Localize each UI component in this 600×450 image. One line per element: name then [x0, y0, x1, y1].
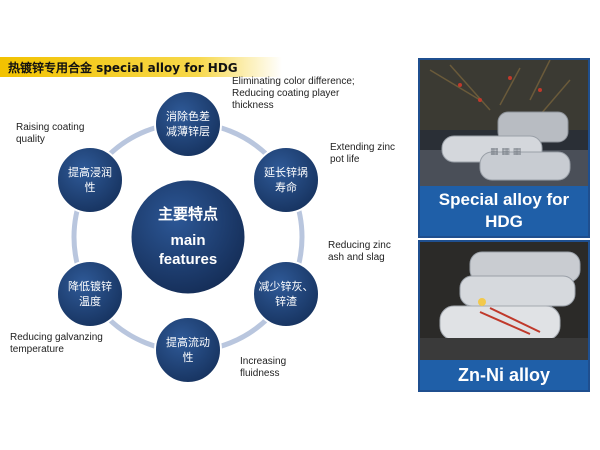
feature-5-en: Reducing galvanzing temperature: [10, 332, 103, 356]
feature-6-zh-2: 性: [85, 180, 96, 194]
center-label-zh: 主要特点: [158, 205, 218, 223]
feature-4-en-line-2: fluidness: [240, 368, 280, 379]
feature-6-en: Raising coating quality: [16, 122, 84, 146]
feature-6-en-line-1: Raising coating: [16, 122, 85, 133]
feature-2-en-line-1: Extending zinc: [330, 142, 396, 153]
feature-3-zh-2: 锌渣: [275, 294, 297, 308]
feature-3-en-line-2: ash and slag: [328, 252, 385, 263]
center-label-en-2: features: [159, 251, 217, 268]
photo-1-caption-line-1: Special alloy for: [438, 190, 570, 209]
feature-2-en: Extending zinc pot life: [330, 142, 395, 166]
feature-node-1: 消除色差 减薄锌层: [154, 90, 222, 158]
feature-3-zh-1: 减少锌灰、: [259, 279, 314, 293]
feature-4-zh-2: 性: [183, 350, 194, 364]
feature-5-zh-1: 降低镀锌: [68, 279, 112, 293]
feature-4-en-line-1: Increasing: [240, 356, 287, 367]
feature-6-en-line-2: quality: [16, 134, 45, 145]
feature-5-zh-2: 温度: [79, 294, 101, 308]
feature-node-5: 降低镀锌 温度: [56, 260, 124, 328]
feature-node-4: 提高流动 性: [154, 316, 222, 384]
feature-3-en-line-1: Reducing zinc: [328, 240, 391, 251]
feature-5-en-line-2: temperature: [10, 344, 64, 355]
feature-1-en-line-3: thickness: [232, 100, 274, 111]
center-circle: [128, 177, 248, 297]
photo-2-caption: Zn-Ni alloy: [420, 360, 588, 390]
center-label-en-1: main: [170, 232, 205, 249]
page-title: 热镀锌专用合金 special alloy for HDG: [8, 61, 238, 75]
feature-node-3: 减少锌灰、 锌渣: [252, 260, 320, 328]
feature-2-en-line-2: pot life: [330, 154, 360, 165]
feature-2-zh-2: 寿命: [275, 180, 297, 194]
feature-6-zh-1: 提高浸润: [68, 165, 112, 179]
photo-zn-ni-alloy: Zn-Ni alloy: [418, 240, 590, 392]
title-bar: [0, 57, 282, 77]
feature-3-en: Reducing zinc ash and slag: [328, 240, 391, 264]
photo-1-caption: Special alloy for HDG: [420, 186, 588, 236]
feature-4-zh-1: 提高流动: [166, 335, 210, 349]
feature-5-en-line-1: Reducing galvanzing: [10, 332, 103, 343]
feature-node-2: 延长锌埚 寿命: [252, 146, 320, 214]
features-diagram: 主要特点 main features 消除色差 减薄锌层 延长锌埚 寿命 减少锌…: [56, 90, 320, 384]
photo-1-caption-line-2: HDG: [485, 212, 523, 231]
feature-node-6: 提高浸润 性: [56, 146, 124, 214]
photo-special-alloy: ▦ ▦ ▦ Special alloy for HDG: [418, 58, 590, 238]
feature-1-en-line-1: Eliminating color difference;: [232, 76, 355, 87]
svg-text:▦ ▦ ▦: ▦ ▦ ▦: [490, 147, 521, 157]
feature-4-en: Increasing fluidness: [240, 356, 286, 380]
feature-1-zh-1: 消除色差: [166, 109, 210, 123]
feature-1-zh-2: 减薄锌层: [166, 124, 210, 138]
feature-1-en: Eliminating color difference; Reducing c…: [232, 76, 355, 112]
feature-2-zh-1: 延长锌埚: [264, 165, 308, 179]
feature-1-en-line-2: Reducing coating player: [232, 88, 340, 99]
